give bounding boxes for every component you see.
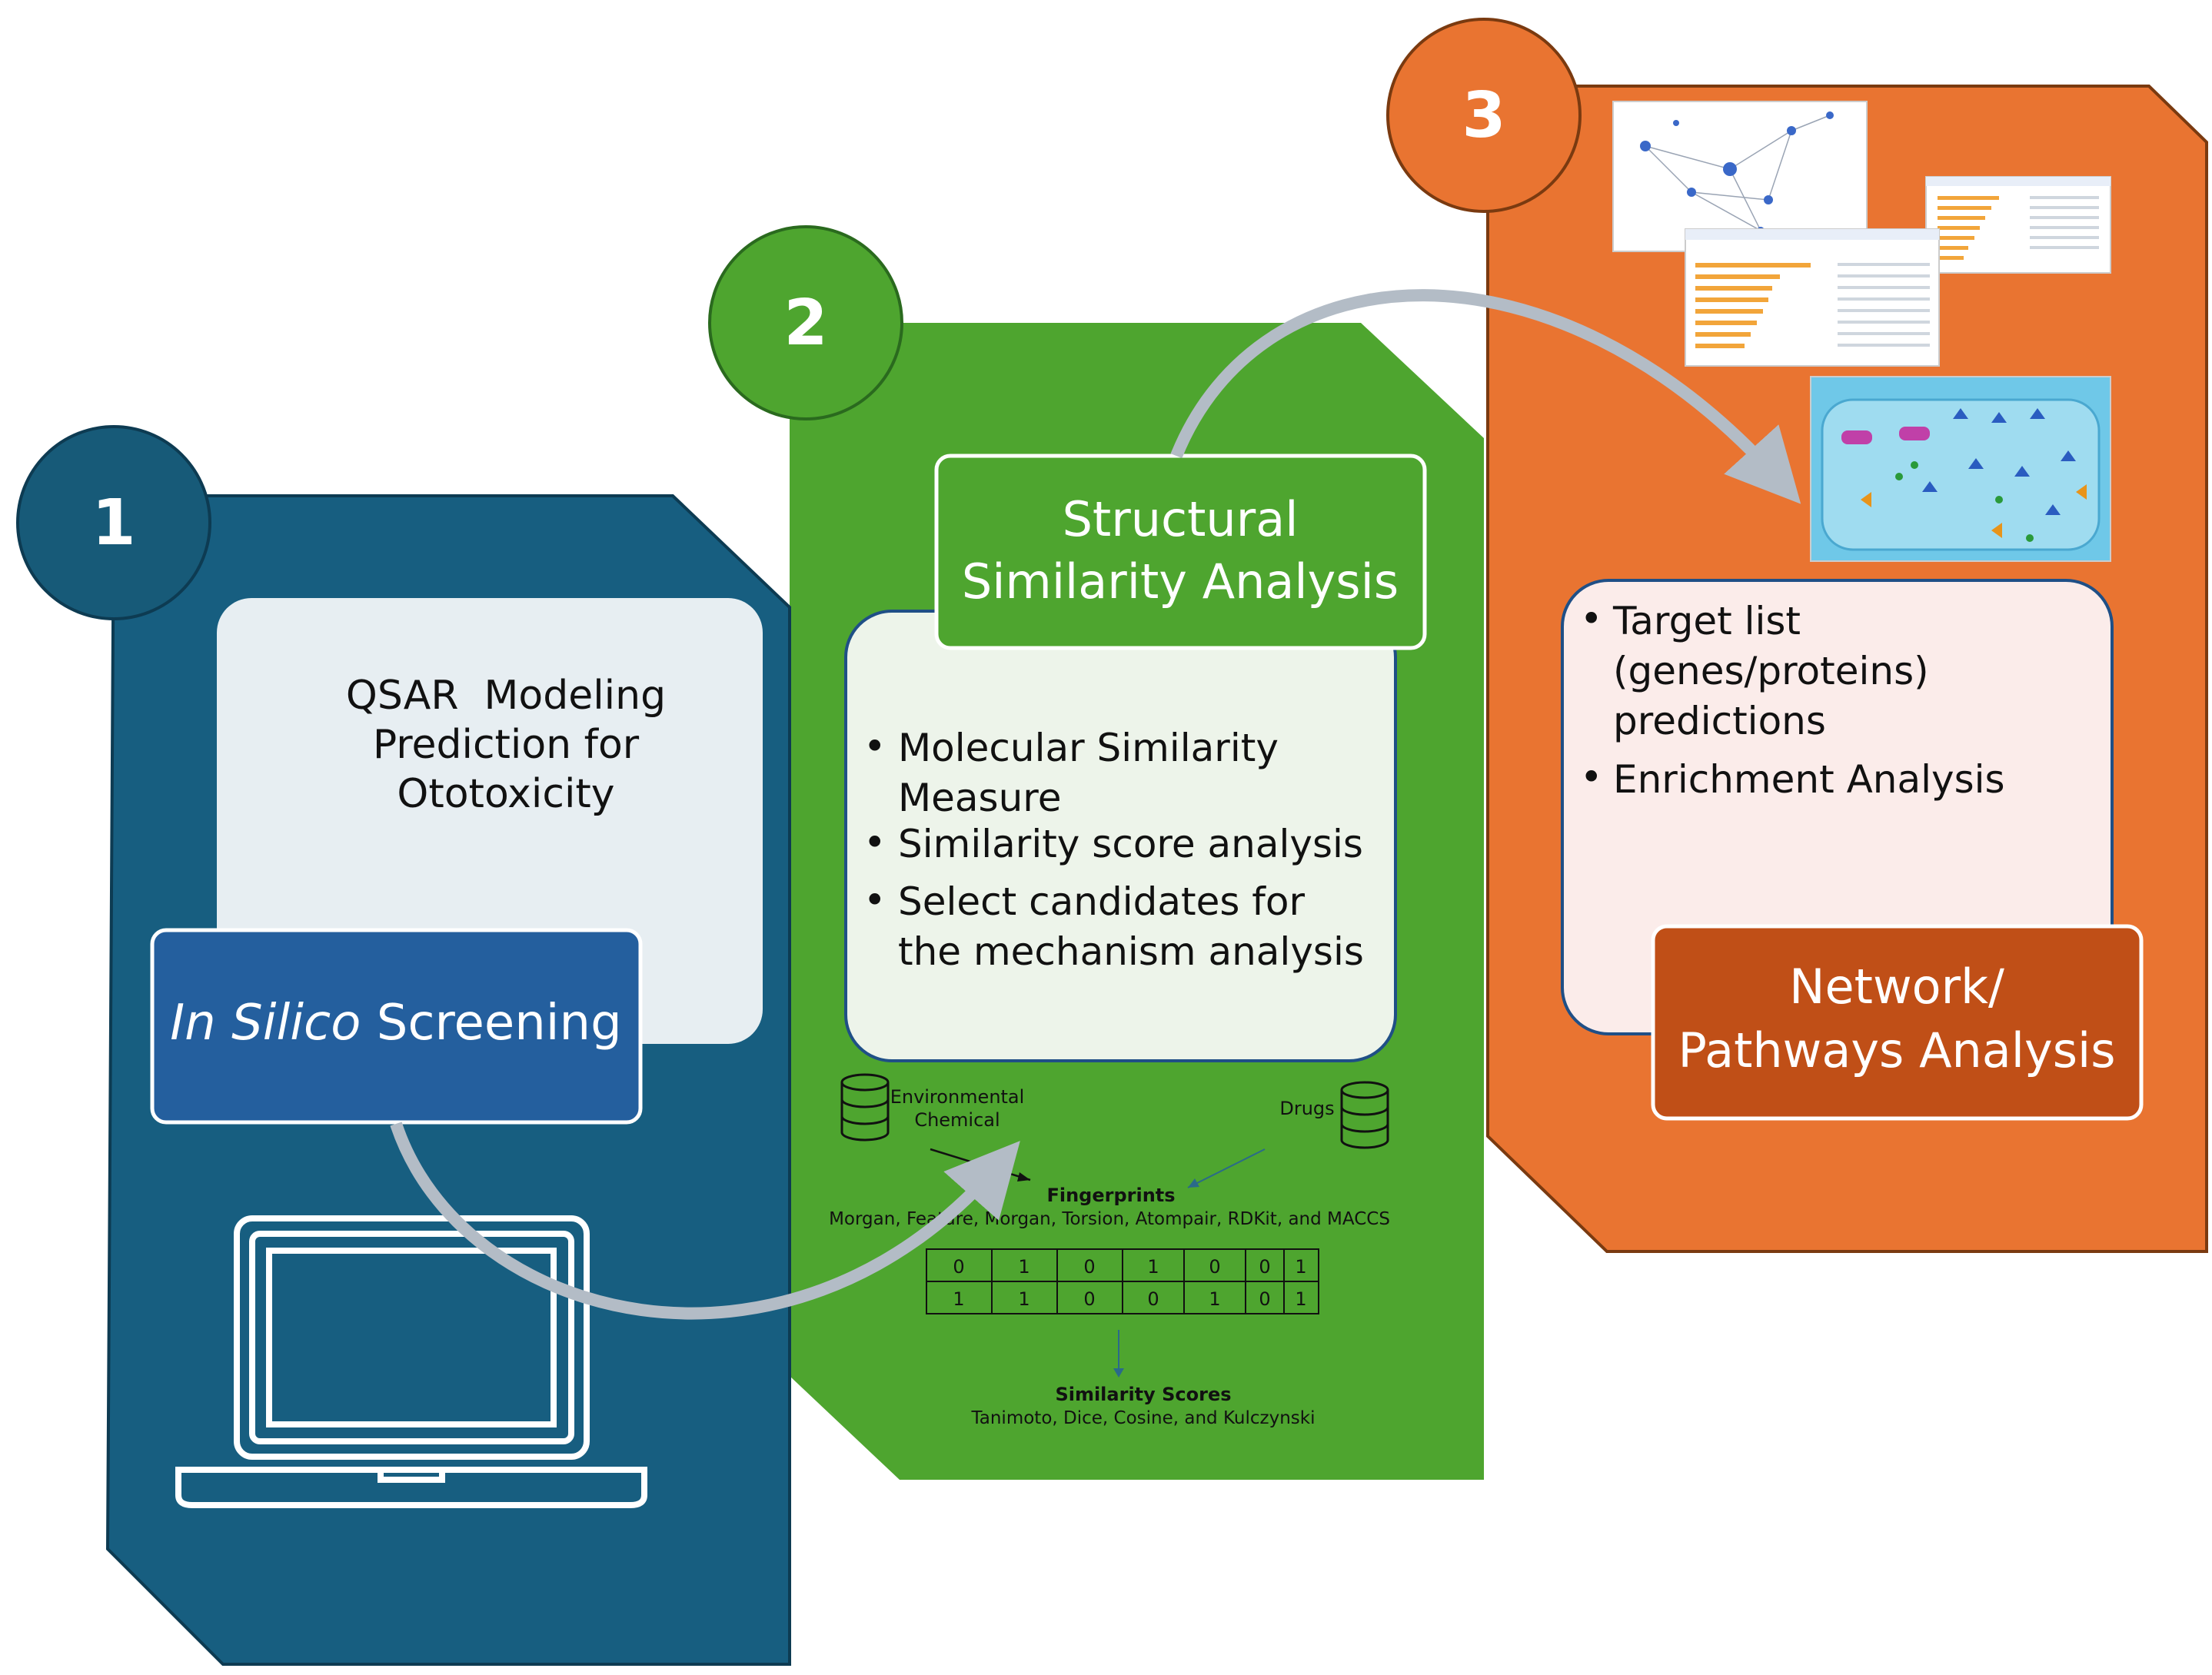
bullet-enrichment-analysis: Enrichment Analysis [1613, 757, 2005, 802]
arrow-2-to-3 [1170, 289, 1801, 504]
bit-cell: 0 [1147, 1288, 1159, 1310]
qsar-line1: QSAR Modeling [346, 673, 666, 719]
network-title-line1: Network/ [1789, 959, 2004, 1015]
bit-cell: 0 [1259, 1256, 1270, 1278]
similarity-scores-title: Similarity Scores [1055, 1384, 1231, 1405]
step-1-number: 1 [91, 487, 135, 560]
svg-text:•: • [1580, 755, 1603, 799]
arrow-1-to-2 [390, 1122, 1020, 1320]
step-1-circle [16, 425, 211, 620]
bit-cell: 1 [953, 1288, 964, 1310]
bit-cell: 0 [953, 1256, 964, 1278]
bit-cell: 0 [1259, 1288, 1270, 1310]
panel-3-bullet-list: • Target list (genes/proteins) predictio… [1580, 597, 2005, 802]
bullet-select-candidates-line2: the mechanism analysis [898, 929, 1364, 974]
laptop-icon [175, 1215, 647, 1508]
structural-title-line2: Similarity Analysis [962, 553, 1399, 610]
bullet-molecular-similarity-line1: Molecular Similarity [898, 726, 1279, 770]
bit-cell: 1 [1295, 1256, 1306, 1278]
qsar-line2: Prediction for [373, 722, 640, 768]
network-title-line2: Pathways Analysis [1678, 1022, 2115, 1078]
panel-3-network-analysis: • Target list (genes/proteins) predictio… [1386, 18, 2208, 1253]
environmental-chemical-line2: Chemical [914, 1109, 1000, 1131]
screening-word: Screening [361, 995, 621, 1052]
qsar-line3: Ototoxicity [397, 771, 614, 817]
bullet-similarity-score: Similarity score analysis [898, 822, 1363, 866]
panel-1-in-silico-screening: QSAR Modeling Prediction for Ototoxicity… [16, 425, 791, 1666]
fingerprints-list: Morgan, Feature, Morgan, Torsion, Atompa… [829, 1209, 1390, 1229]
bit-cell: 0 [1083, 1288, 1095, 1310]
fingerprint-bit-table: 0 1 0 1 0 0 1 1 1 0 0 1 0 1 [926, 1248, 1319, 1314]
step-2-number: 2 [783, 287, 827, 360]
similarity-scores-list: Tanimoto, Dice, Cosine, and Kulczynski [971, 1408, 1316, 1428]
step-2-circle [708, 225, 903, 420]
bit-cell: 1 [1295, 1288, 1306, 1310]
svg-text:•: • [863, 820, 886, 865]
structural-title-line1: Structural [1063, 491, 1299, 547]
svg-text:•: • [863, 878, 886, 922]
fingerprints-title: Fingerprints [1046, 1185, 1175, 1206]
bullet-select-candidates-line1: Select candidates for [898, 879, 1305, 924]
canonical-pathway-maps-thumbnail [1685, 228, 1940, 367]
bullet-target-list-line2: (genes/proteins) [1613, 649, 1929, 693]
step-3-circle [1386, 18, 1582, 213]
bullet-target-list-line1: Target list [1612, 599, 1801, 643]
svg-text:•: • [1580, 597, 1603, 641]
structural-similarity-title-box [934, 454, 1427, 650]
bit-cell: 1 [1018, 1288, 1029, 1310]
bit-cell: 1 [1018, 1256, 1029, 1278]
bullet-molecular-similarity-line2: Measure [898, 776, 1062, 820]
in-silico-italic: In Silico [170, 995, 361, 1052]
bit-cell: 0 [1083, 1256, 1095, 1278]
drugs-label: Drugs [1279, 1098, 1334, 1119]
in-silico-screening-title: In Silico Screening [170, 995, 621, 1052]
database-icon [840, 1073, 890, 1142]
step-3-number: 3 [1462, 79, 1505, 152]
pathway-map-image-thumbnail [1810, 376, 2111, 562]
panel-2-bullet-list: • Molecular Similarity Measure • Similar… [863, 724, 1364, 974]
database-icon [1340, 1081, 1389, 1149]
network-pathways-title-box [1651, 924, 2144, 1121]
in-silico-screening-box [150, 928, 643, 1125]
svg-text:•: • [863, 724, 886, 769]
pathway-maps-chart-thumbnail [1925, 176, 2111, 274]
bit-cell: 1 [1147, 1256, 1159, 1278]
bit-cell: 0 [1209, 1256, 1220, 1278]
bit-cell: 1 [1209, 1288, 1220, 1310]
bullet-target-list-line3: predictions [1613, 699, 1826, 743]
network-graph-thumbnail [1612, 101, 1868, 252]
environmental-chemical-line1: Environmental [890, 1086, 1025, 1108]
